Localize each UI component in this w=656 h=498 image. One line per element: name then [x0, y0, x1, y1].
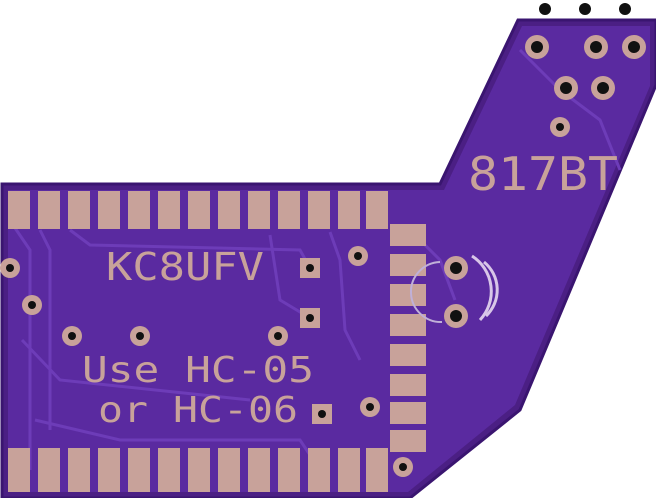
- top-pad-row: [8, 191, 388, 229]
- bottom-pad-row: [8, 448, 388, 492]
- board-id-label: 817BT: [468, 147, 618, 201]
- module-note-line2: or HC-06: [98, 390, 298, 431]
- header-marker-dots: [539, 3, 631, 15]
- soldermask: [8, 26, 650, 492]
- module-note-line1: Use HC-05: [82, 350, 314, 391]
- led-silkscreen: [410, 254, 499, 324]
- right-pad-column: [390, 224, 426, 452]
- through-hole-pads: [0, 35, 646, 477]
- square-pads: [300, 258, 332, 424]
- callsign-label: KC8UFV: [106, 245, 264, 289]
